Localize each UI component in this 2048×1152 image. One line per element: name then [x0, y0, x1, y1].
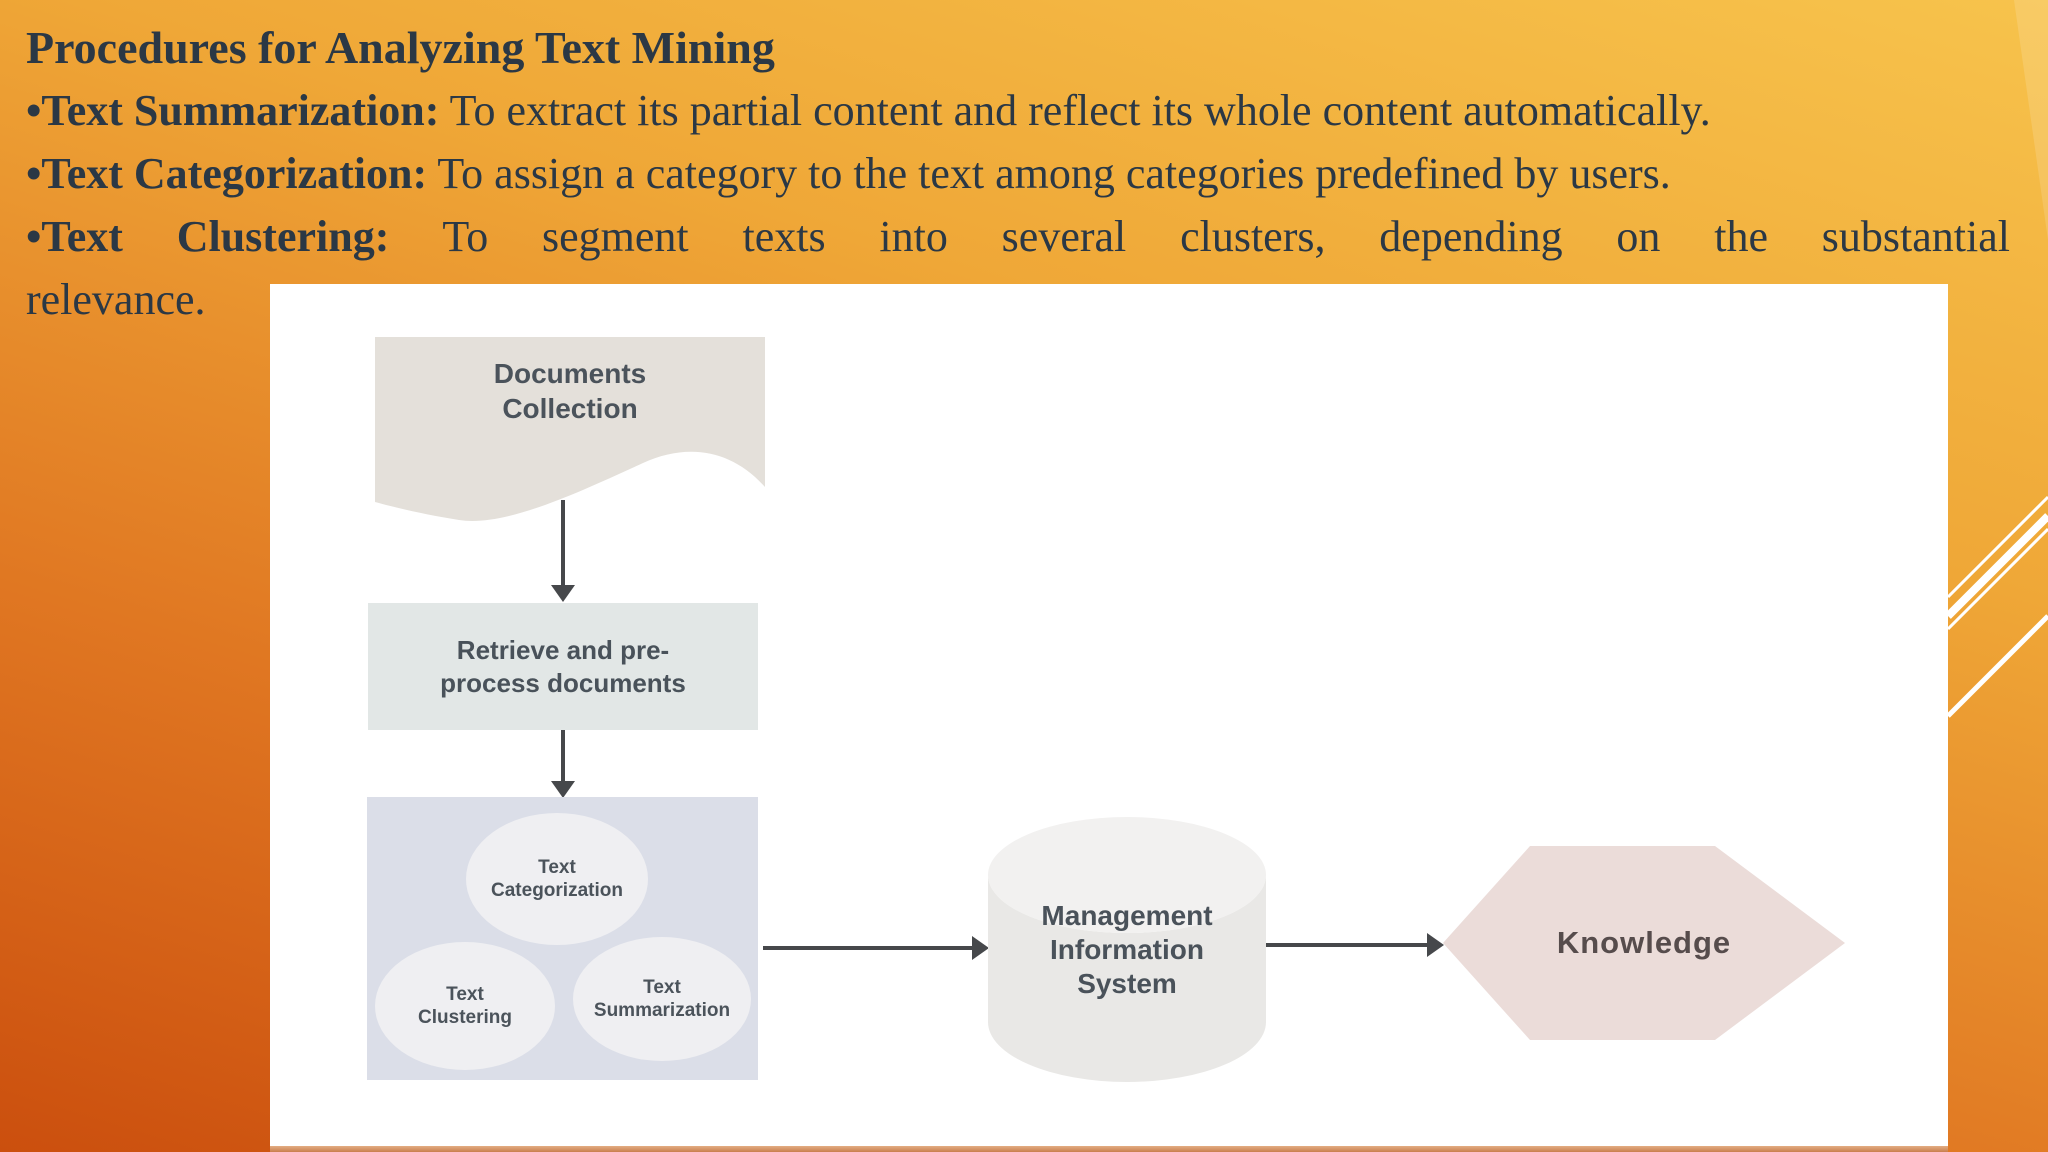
mis-label: Management Information System: [987, 816, 1267, 1083]
diagonal-line: [1948, 495, 2048, 599]
bullet-text-categorization: •Text Categorization: To assign a catego…: [26, 142, 2010, 205]
label-line: Summarization: [593, 1000, 731, 1021]
bullet-body: relevance.: [26, 275, 206, 324]
diagonal-line: [1948, 513, 2048, 619]
knowledge-label: Knowledge: [1443, 846, 1845, 1040]
label-line: Knowledge: [1556, 925, 1732, 960]
bullet-text-clustering: •Text Clustering: To segment texts into …: [26, 205, 2010, 268]
arrow-retrieve-to-cluster: [551, 730, 575, 798]
text-mining-cluster-box: Text Categorization Text Clustering Text…: [367, 797, 758, 1080]
ellipse-text-categorization: Text Categorization: [466, 813, 648, 945]
mis-cylinder-shape: [988, 817, 1266, 1082]
ellipse-text-clustering: Text Clustering: [375, 942, 555, 1070]
retrieve-preprocess-box: [368, 603, 758, 730]
bullet-body: To assign a category to the text among c…: [437, 149, 1671, 198]
bullet-text-summarization: •Text Summarization: To extract its part…: [26, 79, 2010, 142]
label-line: Documents: [493, 358, 647, 389]
diagram-panel: Documents Collection Re: [270, 284, 1948, 1146]
label-line: Categorization: [491, 880, 623, 901]
label-line: Text: [643, 977, 681, 998]
bottom-strip: [270, 1146, 1948, 1152]
arrow-cluster-to-mis: [763, 936, 989, 960]
bullet-lead: •Text Clustering:: [26, 212, 390, 261]
slide-text-block: Procedures for Analyzing Text Mining •Te…: [26, 16, 2010, 331]
diagonal-line: [1948, 614, 2048, 718]
arrow-documents-to-retrieve: [551, 500, 575, 602]
flow-arrows: [551, 500, 1444, 960]
label-line: Retrieve and pre-: [456, 634, 670, 665]
document-symbol: [375, 337, 765, 521]
bullet-carry-line: relevance.: [26, 268, 2010, 331]
bullet-body: To extract its partial content and refle…: [449, 86, 1711, 135]
ellipse-text-summarization: Text Summarization: [573, 937, 751, 1061]
diagonal-line: [1948, 527, 2048, 631]
cylinder-body: [988, 875, 1266, 1082]
label-line: System: [1077, 967, 1177, 999]
label-line: Information: [1050, 933, 1204, 965]
label-line: Text: [446, 984, 484, 1005]
documents-collection-label: Documents Collection: [375, 356, 765, 426]
page-title: Procedures for Analyzing Text Mining: [26, 22, 775, 73]
label-line: process documents: [440, 667, 686, 698]
retrieve-preprocess-label: Retrieve and pre- process documents: [368, 603, 758, 730]
label-line: Clustering: [418, 1007, 512, 1028]
bullet-body: To segment texts into several clusters, …: [442, 212, 2010, 261]
cylinder-top: [988, 817, 1266, 933]
bullet-lead: •Text Summarization:: [26, 86, 440, 135]
label-line: Management: [1041, 899, 1213, 931]
arrow-mis-to-knowledge: [1265, 933, 1444, 957]
label-line: Text: [538, 857, 576, 878]
label-line: Collection: [502, 393, 638, 424]
bullet-lead: •Text Categorization:: [26, 149, 428, 198]
documents-collection-shape: [375, 337, 765, 521]
decorative-diagonal-lines: [1948, 495, 2048, 718]
